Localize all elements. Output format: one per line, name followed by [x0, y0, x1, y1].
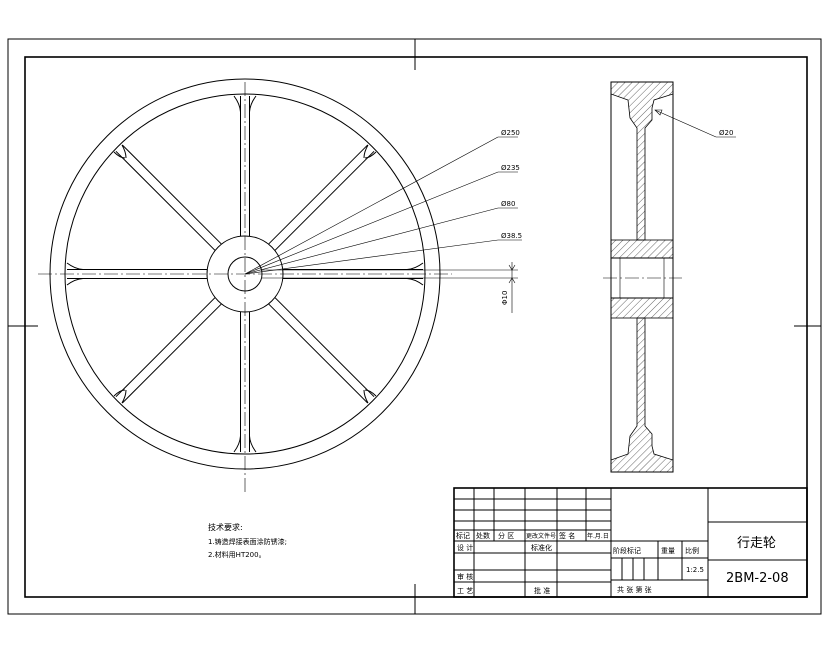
rev-header-zone: 分 区 [498, 531, 514, 540]
rev-header-date: 年.月.日 [587, 532, 609, 540]
rev-header-sign: 签 名 [559, 531, 575, 540]
dim-w10: Φ10 [501, 291, 509, 305]
label-scale: 比例 [685, 546, 699, 555]
rev-header-mark: 标记 [456, 531, 470, 540]
dim-d80: Ø80 [501, 200, 515, 208]
dim-side: Ø20 [719, 129, 733, 137]
dim-d250: Ø250 [501, 129, 520, 137]
dim-d235: Ø235 [501, 164, 520, 172]
notes-line-1: 1.铸造焊接表面涂防锈漆; [208, 537, 287, 546]
label-sheets: 共 张 第 张 [617, 585, 652, 594]
notes-line-2: 2.材料用HT200。 [208, 550, 266, 559]
scale-value: 1:2.5 [686, 566, 704, 574]
spoke-fillets [66, 95, 424, 453]
title-block [453, 487, 808, 598]
wheel-front-view [38, 78, 522, 492]
dimension-leaders [244, 136, 522, 313]
label-process: 工 艺 [457, 587, 473, 595]
wheel-section-view [603, 81, 736, 473]
label-approve: 批 准 [534, 586, 550, 595]
label-design: 设 计 [457, 543, 473, 552]
label-stage-mark: 阶段标记 [613, 546, 641, 555]
rev-header-count: 处数 [476, 531, 490, 540]
drawing-number: 2BM-2-08 [726, 571, 789, 586]
label-check: 审 核 [457, 572, 473, 581]
part-name: 行走轮 [737, 536, 776, 551]
label-weight: 重量 [661, 547, 675, 555]
dim-d38: Ø38.5 [501, 232, 522, 240]
sheet-frame [7, 38, 822, 615]
notes-heading: 技术要求: [208, 522, 243, 532]
label-standardize: 标准化 [531, 543, 552, 552]
rev-header-doc: 更改文件号 [526, 532, 556, 540]
